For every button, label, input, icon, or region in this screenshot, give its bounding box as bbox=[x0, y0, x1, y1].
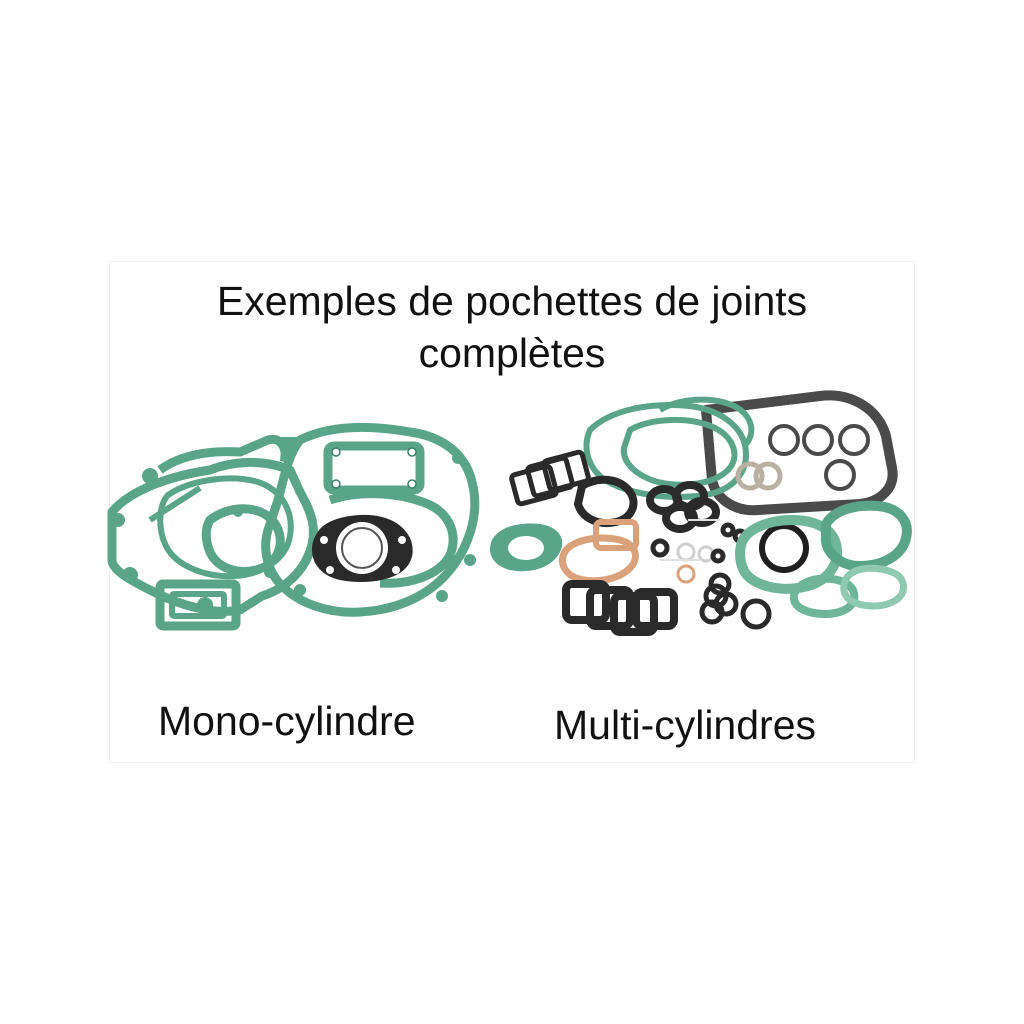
title-line-1: Exemples de pochettes de joints bbox=[216, 278, 808, 324]
left-caption: Mono-cylindre bbox=[158, 698, 416, 744]
right-caption: Multi-cylindres bbox=[554, 702, 816, 748]
reed-gaskets bbox=[509, 449, 591, 507]
cylinder-base-gaskets bbox=[562, 580, 678, 636]
cylinder-head-gasket bbox=[312, 514, 413, 582]
multi-cylinder-gaskets bbox=[490, 390, 912, 636]
image-title: Exemples de pochettes de joints complète… bbox=[110, 275, 914, 379]
title-line-2: complètes bbox=[418, 330, 606, 376]
mono-cylinder-gaskets bbox=[107, 423, 480, 631]
